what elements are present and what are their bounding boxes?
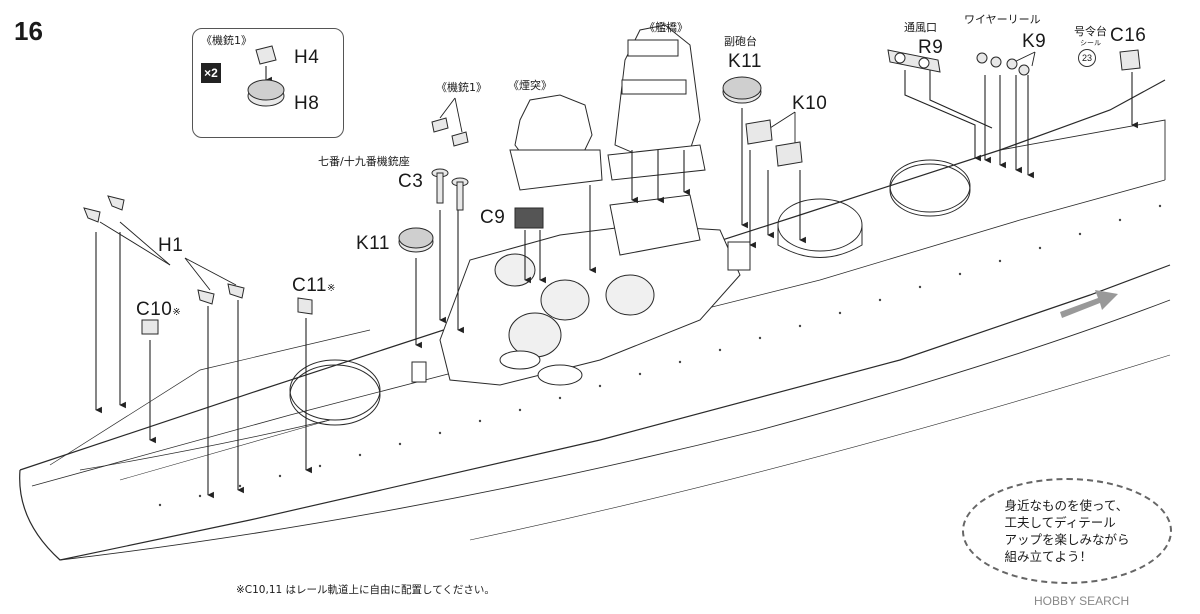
tip-line: 身近なものを使って、 [1004, 498, 1129, 513]
tip-bubble: 身近なものを使って、 工夫してディテール アップを楽しみながら 組み立てよう！ [962, 478, 1172, 584]
turret-disc-mid [777, 198, 863, 258]
turret-disc-aft [289, 359, 381, 426]
caption-seal: シール [1080, 39, 1101, 47]
inset-detail-box: 《機銃1》 ×2 [192, 28, 344, 138]
caption-bridge: 《艦橋》 [644, 21, 688, 34]
tip-line: 工夫してディテール [1004, 515, 1116, 530]
label-k10: K10 [792, 93, 828, 114]
label-h8: H8 [294, 93, 320, 114]
label-h1: H1 [158, 235, 184, 256]
superstructure [411, 194, 751, 386]
porthole-row [158, 204, 1162, 507]
label-c9: C9 [480, 207, 506, 228]
label-c10: C10※ [136, 299, 182, 320]
caption-wire-reel: ワイヤーリール [964, 13, 1041, 26]
step-number: 16 [14, 16, 43, 46]
footnote: ※C10,11 はレール軌道上に自由に配置してください。 [236, 584, 495, 596]
label-c11: C11※ [292, 275, 336, 296]
assembly-arrows [95, 66, 1138, 499]
label-h4: H4 [294, 47, 320, 68]
watermark: HOBBY SEARCH [1034, 594, 1130, 608]
tip-line: アップを楽しみながら [1004, 532, 1130, 547]
multiplier-badge: ×2 [201, 63, 221, 83]
caption-c3: 七番/十九番機銃座 [318, 155, 410, 168]
seal-number-badge: 23 [1078, 49, 1096, 67]
label-r9: R9 [918, 37, 944, 58]
tip-line: 組み立てよう！ [1004, 549, 1092, 564]
label-c3: C3 [398, 171, 424, 192]
caption-kiju: 《機銃1》 [436, 81, 487, 94]
label-k11-left: K11 [356, 233, 390, 254]
caption-funnel: 《煙突》 [508, 79, 552, 92]
caption-vent: 通風口 [904, 21, 937, 34]
inset-title: 《機銃1》 [201, 34, 252, 47]
caption-command-platform: 号令台 [1074, 25, 1107, 38]
label-c16: C16 [1110, 25, 1147, 46]
label-k11-right: K11 [728, 51, 762, 72]
label-k9: K9 [1022, 31, 1047, 52]
parts [83, 45, 1141, 335]
forward-arrow [1060, 290, 1118, 318]
bridge-tower [607, 24, 706, 181]
turret-disc-fore [889, 159, 971, 217]
leader-lines [99, 51, 1036, 291]
caption-secondary-gun: 副砲台 [724, 35, 757, 48]
funnel [509, 94, 603, 191]
